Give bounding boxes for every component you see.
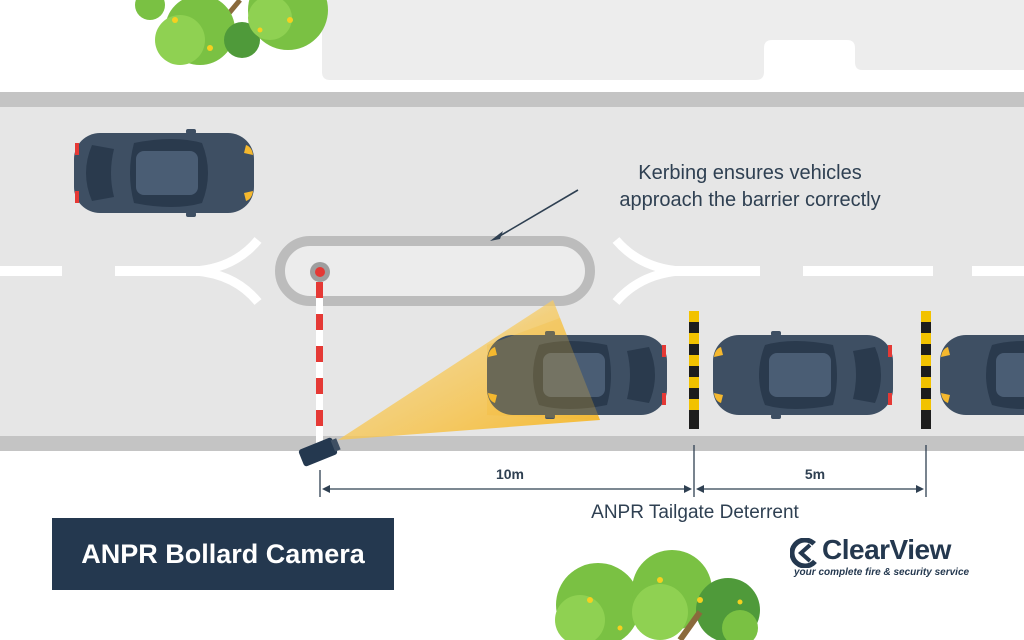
brand-name: ClearView [822, 534, 951, 565]
page-title: ANPR Bollard Camera [81, 539, 365, 569]
distance-label-10m: 10m [495, 466, 525, 482]
chevron-markings [194, 236, 681, 306]
tree-icon [135, 0, 328, 65]
car-icon [487, 331, 667, 419]
clearview-logo: ClearView your complete fire & security … [790, 534, 990, 586]
tailgate-deterrent-label: ANPR Tailgate Deterrent [591, 502, 799, 523]
road-kerb-top [0, 92, 1024, 107]
kerbing-callout: Kerbing ensures vehicles approach the ba… [560, 160, 940, 214]
building-block [322, 0, 1024, 80]
car-icon [713, 331, 893, 419]
anpr-camera-icon [298, 437, 341, 467]
distance-label-5m: 5m [804, 466, 826, 482]
callout-line-1: Kerbing ensures vehicles [638, 162, 862, 184]
road-kerb-bottom [0, 436, 1024, 451]
car-icon [940, 335, 1024, 415]
car-icon [74, 129, 254, 217]
bollard-icon [921, 311, 931, 429]
brand-tagline: your complete fire & security service [794, 567, 970, 578]
kerbing-island [275, 236, 595, 306]
dimension-lines [319, 445, 927, 497]
callout-line-2: approach the barrier correctly [619, 189, 881, 211]
clearview-logo-icon [790, 538, 820, 568]
barrier-arm-icon [310, 262, 330, 444]
callout-arrow [490, 189, 579, 241]
lane-markings [0, 266, 1024, 276]
bollard-icon [689, 311, 699, 429]
tree-icon [555, 550, 760, 640]
title-banner: ANPR Bollard Camera [52, 518, 394, 590]
camera-beam-overlay [487, 318, 600, 420]
